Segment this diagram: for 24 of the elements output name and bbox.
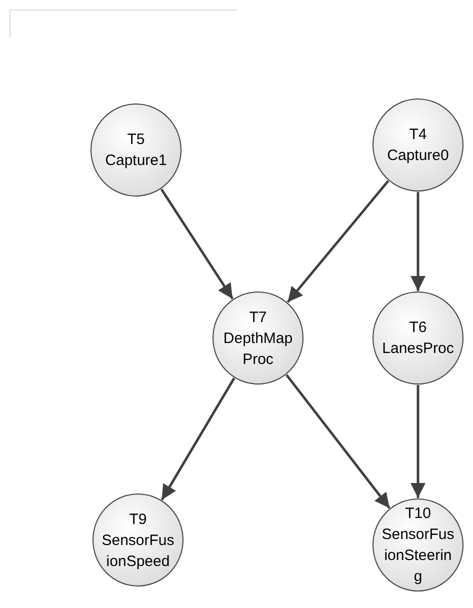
task-circle [212,291,304,385]
arrow [160,378,236,500]
task-label: T5 [126,130,146,150]
arrow [410,192,426,291]
task-label: DepthMapProc [222,328,294,370]
task-circle [92,493,184,587]
arrow [160,188,234,300]
task-circle [372,291,464,385]
task-label: Capture0 [386,146,450,166]
arrow [286,374,390,509]
arrow [286,180,390,303]
task-circle [372,498,464,592]
task-circle [90,103,182,197]
task-circle [372,98,464,192]
task-label: T4 [408,125,428,145]
task-label: SensorFusionSpeed [101,530,175,572]
task-label: T6 [408,318,428,338]
task-label: SensorFusionSteering [381,525,455,587]
task-label: T9 [128,510,148,530]
task-label: T10 [404,504,432,524]
task-label: LanesProc [381,339,455,359]
arrow [410,385,426,498]
task-label: T7 [248,308,268,328]
task-label: Capture1 [104,151,168,171]
